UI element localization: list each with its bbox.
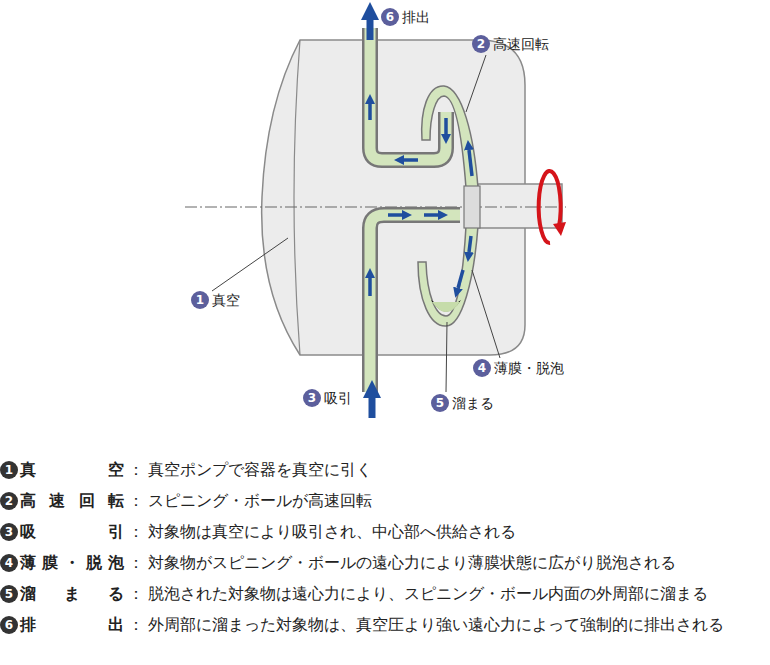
- pooled-material: [431, 300, 461, 312]
- label-text: 高速回転: [493, 34, 549, 54]
- label-text: ：: [128, 584, 144, 604]
- term-label: 真空: [20, 460, 124, 480]
- drive-shaft: [478, 184, 562, 228]
- spinning-ball-lower: [418, 226, 478, 326]
- flow-arrows: [370, 20, 472, 418]
- label-text: ：: [128, 460, 144, 480]
- callout-number: 6: [381, 8, 399, 26]
- inlet-pipe: [370, 215, 460, 392]
- label-text: ：: [128, 491, 144, 511]
- label-text: ：: [128, 522, 144, 542]
- callout-number: 1: [0, 461, 18, 479]
- term-label: 薄膜・脱泡: [20, 553, 124, 573]
- label-text: 真空: [212, 290, 240, 310]
- leader-lines: [212, 55, 500, 392]
- center-axis: [185, 207, 566, 208]
- pooled-material: [432, 302, 460, 312]
- label-text: 脱泡された対象物は遠心力により、スピニング・ボール内面の外周部に溜まる: [148, 584, 708, 604]
- rotation-arrowhead: [553, 222, 566, 236]
- callout-number: 2: [472, 35, 490, 53]
- callout-number: 3: [0, 523, 18, 541]
- container-seam: [294, 40, 300, 355]
- label-text: 吸引: [324, 388, 352, 408]
- label-text: 対象物がスピニング・ボールの遠心力により薄膜状態に広がり脱泡される: [148, 553, 676, 573]
- outlet-pipe-flow: [370, 28, 446, 160]
- rotation-arrow: [539, 171, 561, 243]
- label-text: 排出: [402, 7, 430, 27]
- term-label: 溜まる: [20, 584, 124, 604]
- label-text: 対象物は真空により吸引され、中心部へ供給される: [148, 522, 516, 542]
- inlet-pipe-flow: [370, 215, 460, 392]
- callout-number: 1: [191, 291, 209, 309]
- term-label: 高速回転: [20, 491, 124, 511]
- callout-number: 5: [431, 394, 449, 412]
- outlet-pipe: [370, 28, 446, 160]
- callout-number: 4: [0, 554, 18, 572]
- label-text: スピニング・ボールが高速回転: [148, 491, 372, 511]
- label-text: ：: [128, 615, 144, 635]
- callout-number: 2: [0, 492, 18, 510]
- label-text: ：: [128, 553, 144, 573]
- ball-hub: [464, 186, 480, 228]
- label-text: 溜まる: [452, 393, 494, 413]
- callout-number: 6: [0, 616, 18, 634]
- callout-number: 3: [303, 389, 321, 407]
- callout-number: 4: [473, 359, 491, 377]
- label-text: 薄膜・脱泡: [494, 358, 564, 378]
- label-text: 外周部に溜まった対象物は、真空圧より強い遠心力によって強制的に排出される: [148, 615, 724, 635]
- term-label: 排出: [20, 615, 124, 635]
- callout-number: 5: [0, 585, 18, 603]
- label-text: 真空ポンプで容器を真空に引く: [148, 460, 372, 480]
- term-label: 吸引: [20, 522, 124, 542]
